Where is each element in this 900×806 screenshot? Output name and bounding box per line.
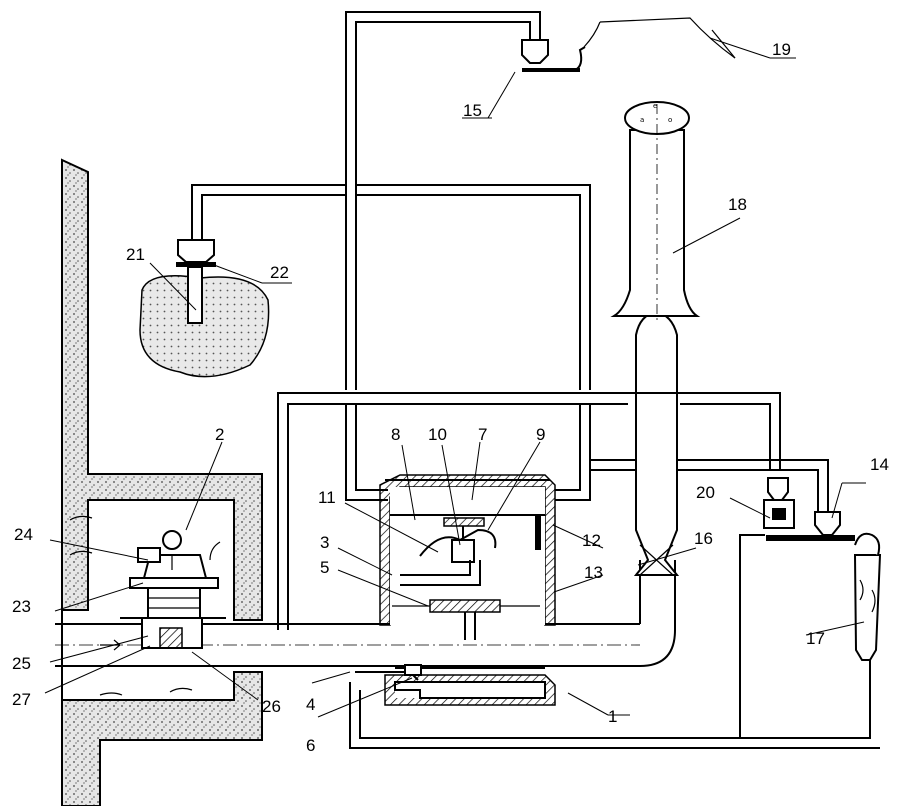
callout-21: 21	[126, 245, 145, 264]
callout-4: 4	[306, 695, 315, 714]
callout-26: 26	[262, 697, 281, 716]
building-wall	[61, 158, 263, 806]
callout-6: 6	[306, 736, 315, 755]
airflow-arrows	[69, 515, 221, 696]
chimney-stack: a e o	[610, 101, 701, 320]
svg-text:a: a	[640, 116, 644, 124]
callout-17: 17	[806, 629, 825, 648]
callout-23: 23	[12, 597, 31, 616]
svg-text:e: e	[653, 102, 657, 110]
sensor-15	[521, 39, 586, 72]
leader-lines	[44, 37, 866, 718]
chamber-7	[379, 474, 556, 640]
callout-18: 18	[728, 195, 747, 214]
vertical-tube	[633, 309, 680, 576]
lamp-shade-19	[583, 17, 736, 59]
callout-11: 11	[318, 488, 336, 507]
liquid-tank	[139, 275, 270, 378]
callout-24: 24	[14, 525, 33, 544]
regulator-20	[763, 477, 818, 541]
pump-assembly	[120, 530, 226, 649]
callout-labels: 1 2 3 4 5 6 7 8 9 10 11 12 13 14 15 16 1…	[12, 40, 889, 755]
chamber-1	[355, 664, 556, 706]
callout-7: 7	[478, 425, 487, 444]
callout-14: 14	[870, 455, 889, 474]
sensor-14	[810, 511, 855, 541]
callout-25: 25	[12, 654, 31, 673]
svg-text:o: o	[668, 116, 672, 124]
sensor-21	[176, 239, 216, 324]
torch-17	[853, 532, 882, 661]
callout-15: 15	[463, 101, 482, 120]
callout-20: 20	[696, 483, 715, 502]
callout-22: 22	[270, 263, 289, 282]
callout-5: 5	[320, 558, 329, 577]
callout-19: 19	[772, 40, 791, 59]
callout-1: 1	[608, 707, 617, 726]
callout-12: 12	[582, 531, 601, 550]
callout-2: 2	[215, 425, 224, 444]
callout-9: 9	[536, 425, 545, 444]
callout-27: 27	[12, 690, 31, 709]
sampling-lines	[191, 11, 880, 749]
callout-8: 8	[391, 425, 400, 444]
callout-3: 3	[320, 533, 329, 552]
callout-13: 13	[584, 563, 603, 582]
callout-16: 16	[694, 529, 713, 548]
callout-10: 10	[428, 425, 447, 444]
